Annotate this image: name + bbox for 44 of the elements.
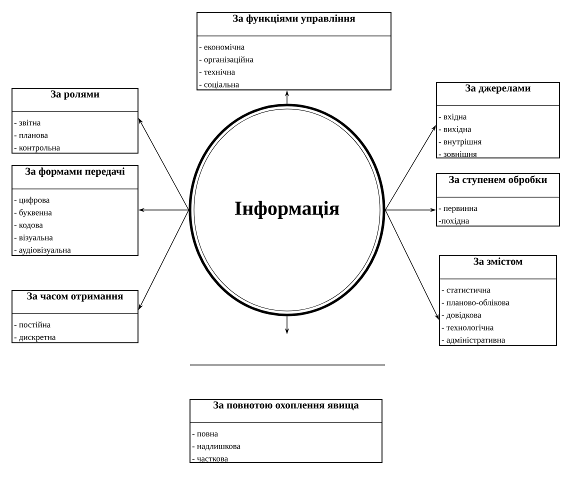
category-box — [439, 255, 557, 346]
box-heading: За ступенем обробки — [449, 175, 547, 186]
list-item: - соціальна — [199, 82, 240, 89]
list-item: - внутрішня — [438, 138, 482, 146]
list-item: - технологічна — [442, 324, 494, 330]
list-item: - довідкова — [442, 312, 482, 320]
category-box — [436, 82, 560, 158]
list-item: -похідна — [438, 218, 470, 226]
category-box — [12, 290, 138, 344]
list-item: - вхідна — [438, 114, 467, 122]
box-heading: За функціями управління — [233, 14, 356, 24]
box-heading: За змістом — [474, 257, 522, 265]
list-item: - кодова — [14, 224, 43, 230]
list-item: - вихідна — [438, 126, 472, 134]
box-heading: За ролями — [50, 90, 100, 100]
list-item: - планово-облікова — [442, 299, 510, 306]
list-item: - повна — [192, 432, 218, 436]
list-item: - буквенна — [14, 209, 52, 218]
list-item: - первинна — [438, 206, 478, 213]
list-item: - економічна — [199, 44, 245, 50]
category-box — [436, 173, 560, 227]
box-heading: За джерелами — [466, 84, 531, 94]
list-item: - аудіовізуальна — [14, 247, 71, 255]
list-item: - планова — [14, 134, 48, 138]
category-box — [190, 399, 382, 463]
box-heading: За повнотою охоплення явища — [214, 401, 359, 410]
list-item: - організаційна — [199, 56, 254, 64]
list-item: - технічна — [199, 69, 235, 75]
list-item: - постійна — [14, 322, 51, 328]
list-item: - дискретна — [14, 336, 56, 342]
box-heading: За часом отримання — [27, 292, 123, 302]
category-box — [12, 165, 138, 256]
list-item: - часткова — [192, 457, 228, 462]
category-box — [12, 88, 138, 154]
list-item: - візуальна — [14, 234, 53, 242]
box-heading: За формами передачі — [26, 167, 125, 177]
list-item: - статистична — [442, 288, 490, 293]
list-item: - цифрова — [14, 196, 50, 205]
list-item: - надлишкова — [192, 444, 240, 451]
list-item: - контрольна — [14, 146, 60, 152]
list-item: - звітна — [14, 120, 41, 126]
list-item: - зовнішня — [438, 151, 477, 157]
list-item: - адміністративна — [442, 337, 506, 345]
category-box — [196, 12, 392, 90]
